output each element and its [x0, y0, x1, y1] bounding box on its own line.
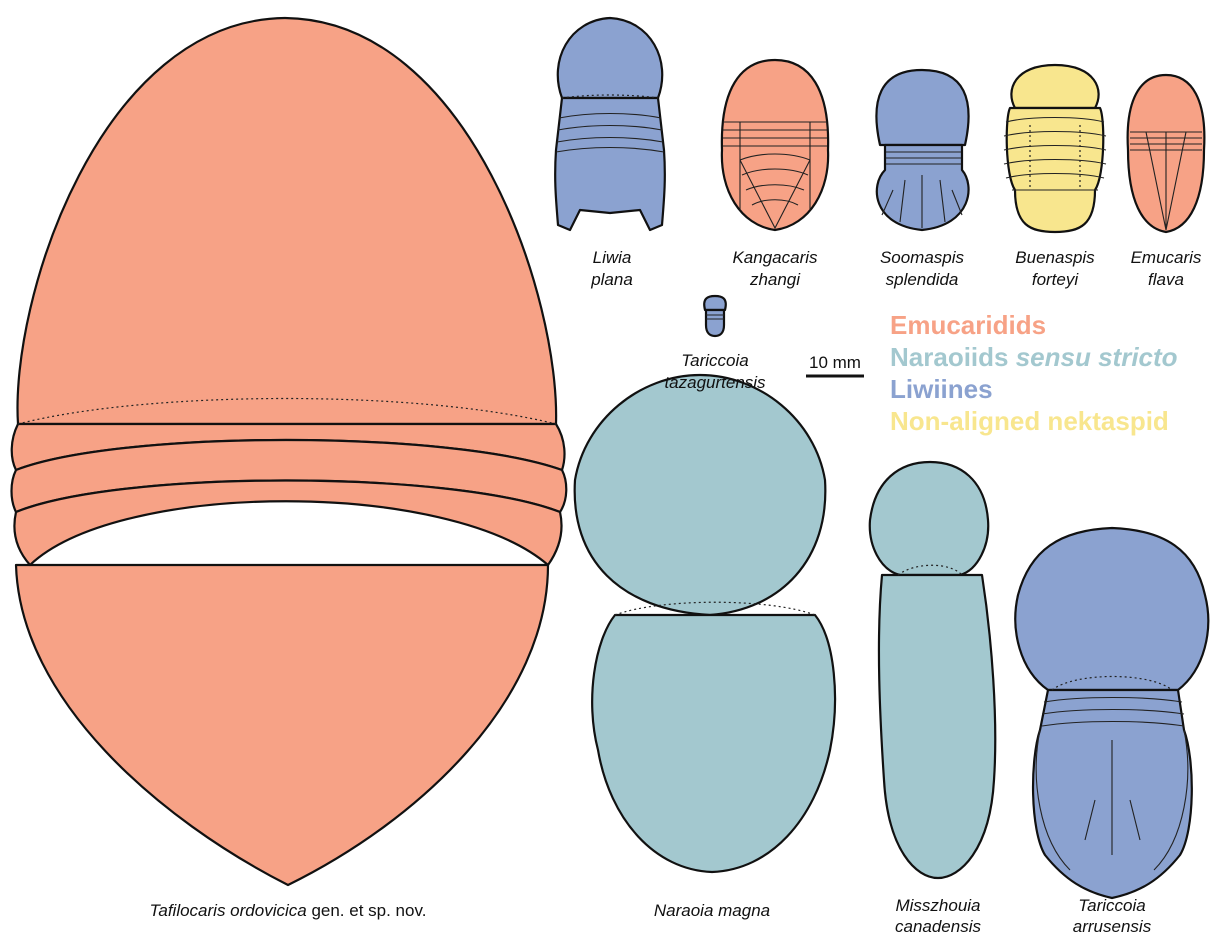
legend-naraoiids-italic: sensu stricto [1016, 342, 1178, 372]
kangacaris-zhangi-specimen [722, 60, 828, 230]
label-buenaspis-line2: forteyi [1032, 270, 1080, 289]
buenaspis-forteyi-specimen [1004, 65, 1106, 232]
label-emucaris-line1: Emucaris [1131, 248, 1202, 267]
label-misszhouia-line1: Misszhouia [895, 896, 980, 915]
legend: Emucaridids Naraoiids sensu stricto Liwi… [890, 310, 1178, 436]
label-soomaspis-line1: Soomaspis [880, 248, 965, 267]
label-buenaspis-line1: Buenaspis [1015, 248, 1095, 267]
label-emucaris-line2: flava [1148, 270, 1184, 289]
tariccoia-tazagurtensis-specimen [704, 296, 726, 336]
emucaris-flava-specimen [1128, 75, 1205, 232]
label-tariccoia-taz-line1: Tariccoia [681, 351, 748, 370]
label-tariccoia-arr-line1: Tariccoia [1078, 896, 1145, 915]
label-liwia-line1: Liwia [593, 248, 632, 267]
legend-emucaridids: Emucaridids [890, 310, 1046, 340]
label-kangacaris-line2: zhangi [749, 270, 801, 289]
label-liwia-line2: plana [590, 270, 633, 289]
label-tariccoia-arr-line2: arrusensis [1073, 917, 1152, 936]
legend-non-aligned: Non-aligned nektaspid [890, 406, 1169, 436]
legend-naraoiids-main: Naraoiids [890, 342, 1016, 372]
tafilocaris-specimen [12, 18, 567, 885]
label-tafilocaris: Tafilocaris ordovicica gen. et sp. nov. [150, 901, 427, 920]
legend-liwiines: Liwiines [890, 374, 993, 404]
label-naraoia: Naraoia magna [654, 901, 770, 920]
scale-bar: 10 mm [806, 353, 864, 376]
label-misszhouia-line2: canadensis [895, 917, 982, 936]
label-tariccoia-taz-line2: tazagurtensis [664, 373, 766, 392]
soomaspis-splendida-specimen [876, 70, 968, 230]
label-tafilocaris-name: Tafilocaris ordovicica [150, 901, 307, 920]
scale-bar-label: 10 mm [809, 353, 861, 372]
label-tafilocaris-suffix: gen. et sp. nov. [307, 901, 427, 920]
tariccoia-arrusensis-specimen [1015, 528, 1208, 898]
liwia-plana-specimen [555, 18, 665, 230]
misszhouia-canadensis-specimen [870, 462, 995, 878]
legend-naraoiids: Naraoiids sensu stricto [890, 342, 1178, 372]
naraoia-magna-specimen [575, 375, 835, 872]
label-kangacaris-line1: Kangacaris [732, 248, 818, 267]
label-soomaspis-line2: splendida [886, 270, 959, 289]
